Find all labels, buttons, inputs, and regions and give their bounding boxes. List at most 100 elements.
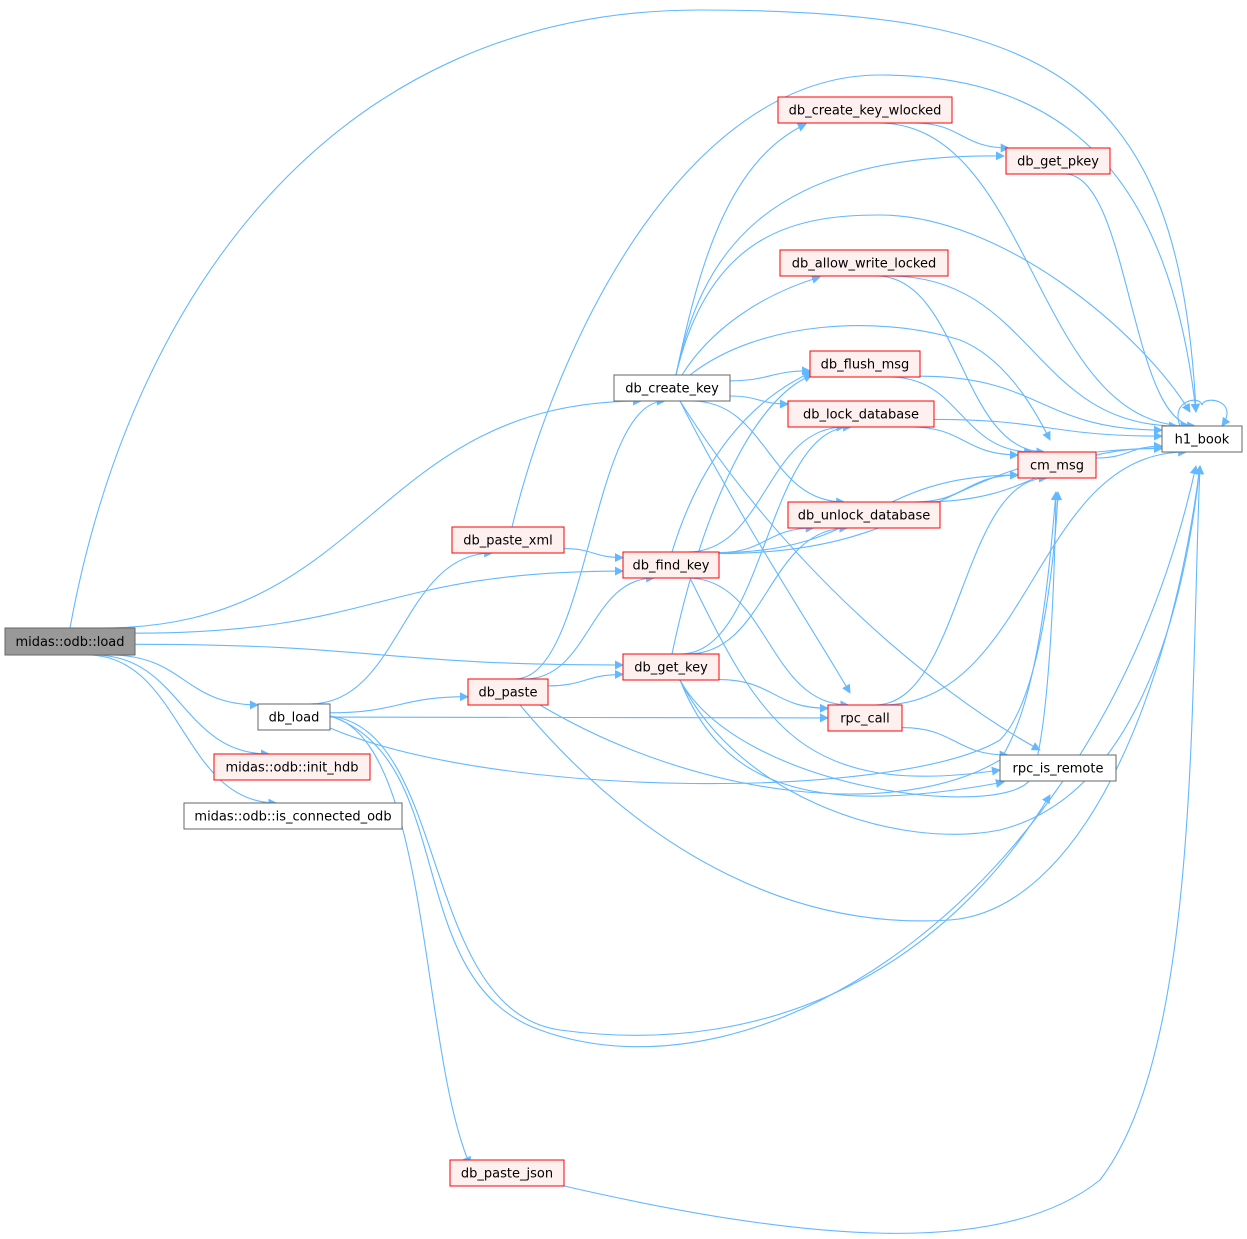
node-rpc-call[interactable]: rpc_call (827, 704, 903, 732)
node-allow-wl[interactable]: db_allow_write_locked (779, 249, 949, 277)
edge-db_load-to-rpc_call (329, 713, 829, 723)
node-box (183, 802, 403, 830)
node-label: db_get_key (634, 661, 708, 676)
edge-paste-to-create_key (514, 396, 666, 680)
node-lock-db[interactable]: db_lock_database (787, 400, 935, 428)
edge-get_key-to-cm_msg (679, 491, 1061, 798)
node-flush-msg[interactable]: db_flush_msg (809, 350, 921, 378)
edge-create_key-to-unlock_db (691, 400, 846, 507)
edge-find_key-to-flush_msg (671, 371, 813, 553)
edge-find_key-to-rpc_call (687, 577, 850, 710)
node-get-key[interactable]: db_get_key (622, 653, 720, 681)
edge-get_key-to-lock_db (680, 422, 853, 655)
edge-unlock_db-to-cm_msg (914, 470, 1019, 503)
node-box (257, 703, 331, 731)
edge-paste_xml-to-find_key (563, 548, 624, 563)
node-box (827, 704, 903, 732)
node-box (787, 501, 941, 529)
edge-find_key-to-lock_db (687, 422, 846, 553)
node-box (1005, 147, 1111, 175)
edge-create_key-to-flush_msg (729, 366, 811, 382)
edge-get_key-to-flush_msg (671, 373, 813, 655)
node-db-load[interactable]: db_load (257, 703, 331, 731)
node-label: rpc_is_remote (1013, 762, 1104, 777)
node-create-key[interactable]: db_create_key (613, 374, 731, 402)
node-label: h1_book (1175, 433, 1230, 448)
node-box (1161, 425, 1243, 453)
edge-lock_db-to-cm_msg (910, 426, 1019, 460)
node-label: rpc_call (840, 712, 890, 727)
edge-ck_wlocked-to-h1_book (878, 122, 1190, 431)
edge-db_load-to-cm_msg (329, 491, 1063, 785)
edge-paste-to-h1_book (519, 465, 1204, 922)
edge-load-to-init_hdb (93, 654, 270, 759)
edge-paste_json-to-h1_book (563, 465, 1205, 1234)
edge-get_key-to-unlock_db (687, 523, 849, 655)
node-get-pkey[interactable]: db_get_pkey (1005, 147, 1111, 175)
edge-get_key-to-h1_book (679, 465, 1204, 835)
edge-create_key-to-ck_wlocked (675, 123, 807, 376)
edge-paste_xml-to-h1_book (511, 74, 1200, 528)
node-label: midas::odb::init_hdb (225, 761, 358, 776)
edge-create_key-to-get_pkey (675, 151, 1005, 376)
edge-db_load-to-paste_xml (309, 548, 494, 705)
edge-find_key-to-rpc_remote (689, 577, 1001, 777)
node-box (787, 400, 935, 428)
edge-paste-to-get_key (547, 669, 624, 687)
edge-create_key-to-rpc_call (679, 400, 851, 694)
node-is-conn[interactable]: midas::odb::is_connected_odb (183, 802, 403, 830)
node-label: db_create_key_wlocked (789, 104, 942, 119)
node-paste-json[interactable]: db_paste_json (449, 1159, 565, 1187)
edge-allow_wl-to-h1_book (888, 275, 1178, 431)
node-box (467, 678, 549, 706)
node-box (777, 96, 953, 124)
edge-load-to-create_key (102, 396, 642, 629)
node-rpc-remote[interactable]: rpc_is_remote (999, 754, 1117, 782)
node-paste[interactable]: db_paste (467, 678, 549, 706)
edge-load-to-h1_book (69, 9, 1201, 629)
node-box (449, 1159, 565, 1187)
edge-get_key-to-rpc_call (718, 679, 829, 713)
edge-load-to-db_load (110, 654, 259, 710)
node-label: db_get_pkey (1017, 155, 1099, 170)
node-label: db_load (269, 711, 320, 726)
node-cm-msg[interactable]: cm_msg (1017, 451, 1097, 479)
edge-flush_msg-to-h1_book (919, 375, 1163, 435)
edge-flush_msg-to-cm_msg (889, 376, 1034, 457)
node-ck-wlocked[interactable]: db_create_key_wlocked (777, 96, 953, 124)
edge-rpc_call-to-h1_book (880, 447, 1188, 706)
edge-cm_msg-to-h1_book (1095, 441, 1163, 459)
node-label: db_create_key (625, 382, 719, 397)
node-box (213, 753, 371, 781)
edge-create_key-to-h1_book (675, 214, 1191, 413)
edge-paste-to-find_key (524, 573, 656, 680)
nodes-layer: midas::odb::loaddb_loadmidas::odb::init_… (4, 96, 1243, 1187)
node-label: db_flush_msg (821, 358, 910, 373)
node-load[interactable]: midas::odb::load (4, 627, 136, 656)
node-box (779, 249, 949, 277)
node-unlock-db[interactable]: db_unlock_database (787, 501, 941, 529)
node-h1-book[interactable]: h1_book (1161, 425, 1243, 453)
node-init-hdb[interactable]: midas::odb::init_hdb (213, 753, 371, 781)
edge-rpc_call-to-cm_msg (874, 473, 1048, 706)
node-label: db_unlock_database (798, 509, 931, 524)
node-label: db_paste_json (461, 1167, 553, 1182)
edge-paste-to-cm_msg (539, 491, 1060, 795)
edge-lock_db-to-h1_book (933, 418, 1163, 441)
edge-create_key-to-rpc_remote (679, 400, 1041, 751)
node-label: midas::odb::is_connected_odb (194, 810, 391, 825)
node-label: db_lock_database (803, 408, 919, 423)
edge-load-to-find_key (134, 566, 624, 634)
node-box (613, 374, 731, 402)
node-box (1017, 451, 1097, 479)
edge-create_key-to-cm_msg (689, 325, 1051, 441)
edge-db_load-to-paste_json (329, 715, 471, 1166)
edge-get_key-to-rpc_remote (679, 679, 1005, 797)
node-find-key[interactable]: db_find_key (622, 551, 720, 579)
node-label: midas::odb::load (15, 635, 124, 650)
node-paste-xml[interactable]: db_paste_xml (451, 526, 565, 554)
node-label: db_find_key (633, 559, 710, 574)
edge-create_key-to-lock_db (729, 395, 789, 409)
node-label: cm_msg (1030, 459, 1084, 474)
